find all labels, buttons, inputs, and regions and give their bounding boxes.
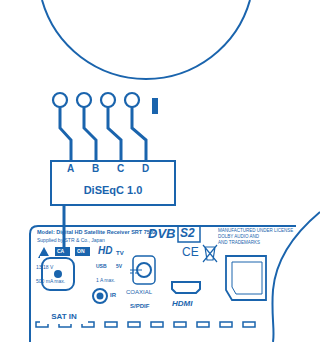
scart-inner [232, 262, 262, 294]
panel-label: USB [96, 264, 107, 269]
panel-label: DOLBY AUDIO AND [218, 235, 259, 240]
hdmi-port [172, 282, 200, 293]
panel-label: AND TRADEMARKS [218, 241, 260, 246]
panel-label: CE [182, 246, 199, 258]
panel-label: Supplied by STR & Co., Japan [37, 238, 105, 243]
panel-label: IR [110, 292, 116, 298]
on-box [75, 247, 90, 256]
port-label: SAT IN [40, 313, 88, 322]
coax-jack [137, 263, 151, 277]
mount-bracket [152, 98, 158, 114]
panel-label: DVB [148, 227, 175, 240]
foot [197, 322, 209, 327]
panel-label: CA [57, 249, 64, 254]
panel-label: 13/18 V [36, 265, 53, 270]
panel-label: 500 mA max. [36, 279, 65, 284]
panel-label: COAXIAL [126, 289, 152, 295]
foot [105, 322, 117, 327]
dish-arc [42, 0, 250, 79]
foot [128, 322, 140, 327]
panel-label: Model: Digital HD Satellite Receiver SRT… [37, 230, 156, 236]
lnb-cables [60, 107, 146, 160]
panel-label: A [67, 164, 74, 174]
panel-label: HD [98, 246, 112, 256]
s2-frame [178, 226, 200, 242]
panel-label: HDMI [172, 300, 192, 308]
coax-frame [133, 256, 155, 284]
weee-icon [203, 245, 217, 262]
dc-symbol [130, 270, 142, 273]
foot [243, 322, 255, 327]
ir-jack [93, 289, 107, 303]
foot [151, 322, 163, 327]
f-connector [40, 256, 76, 292]
scart-port [226, 256, 266, 300]
panel-label: C [117, 164, 124, 174]
panel-label: S2 [180, 227, 195, 239]
panel-label: TV [116, 250, 124, 256]
panel-label: S/PDIF [130, 303, 149, 309]
foot [220, 322, 232, 327]
panel-label: ON [77, 249, 85, 254]
panel-label: 1 A max. [96, 278, 115, 283]
panel-label: B [92, 164, 99, 174]
panel-label: D [142, 164, 149, 174]
receiver-outline [30, 226, 296, 342]
ir-jack-pin [98, 294, 103, 299]
panel-label: 5V [116, 264, 122, 269]
lnb-heads [53, 93, 139, 107]
foot [174, 322, 186, 327]
panel-label: MANUFACTURED UNDER LICENSE [218, 229, 293, 234]
switch-label: DiSEqC 1.0 [52, 184, 174, 196]
